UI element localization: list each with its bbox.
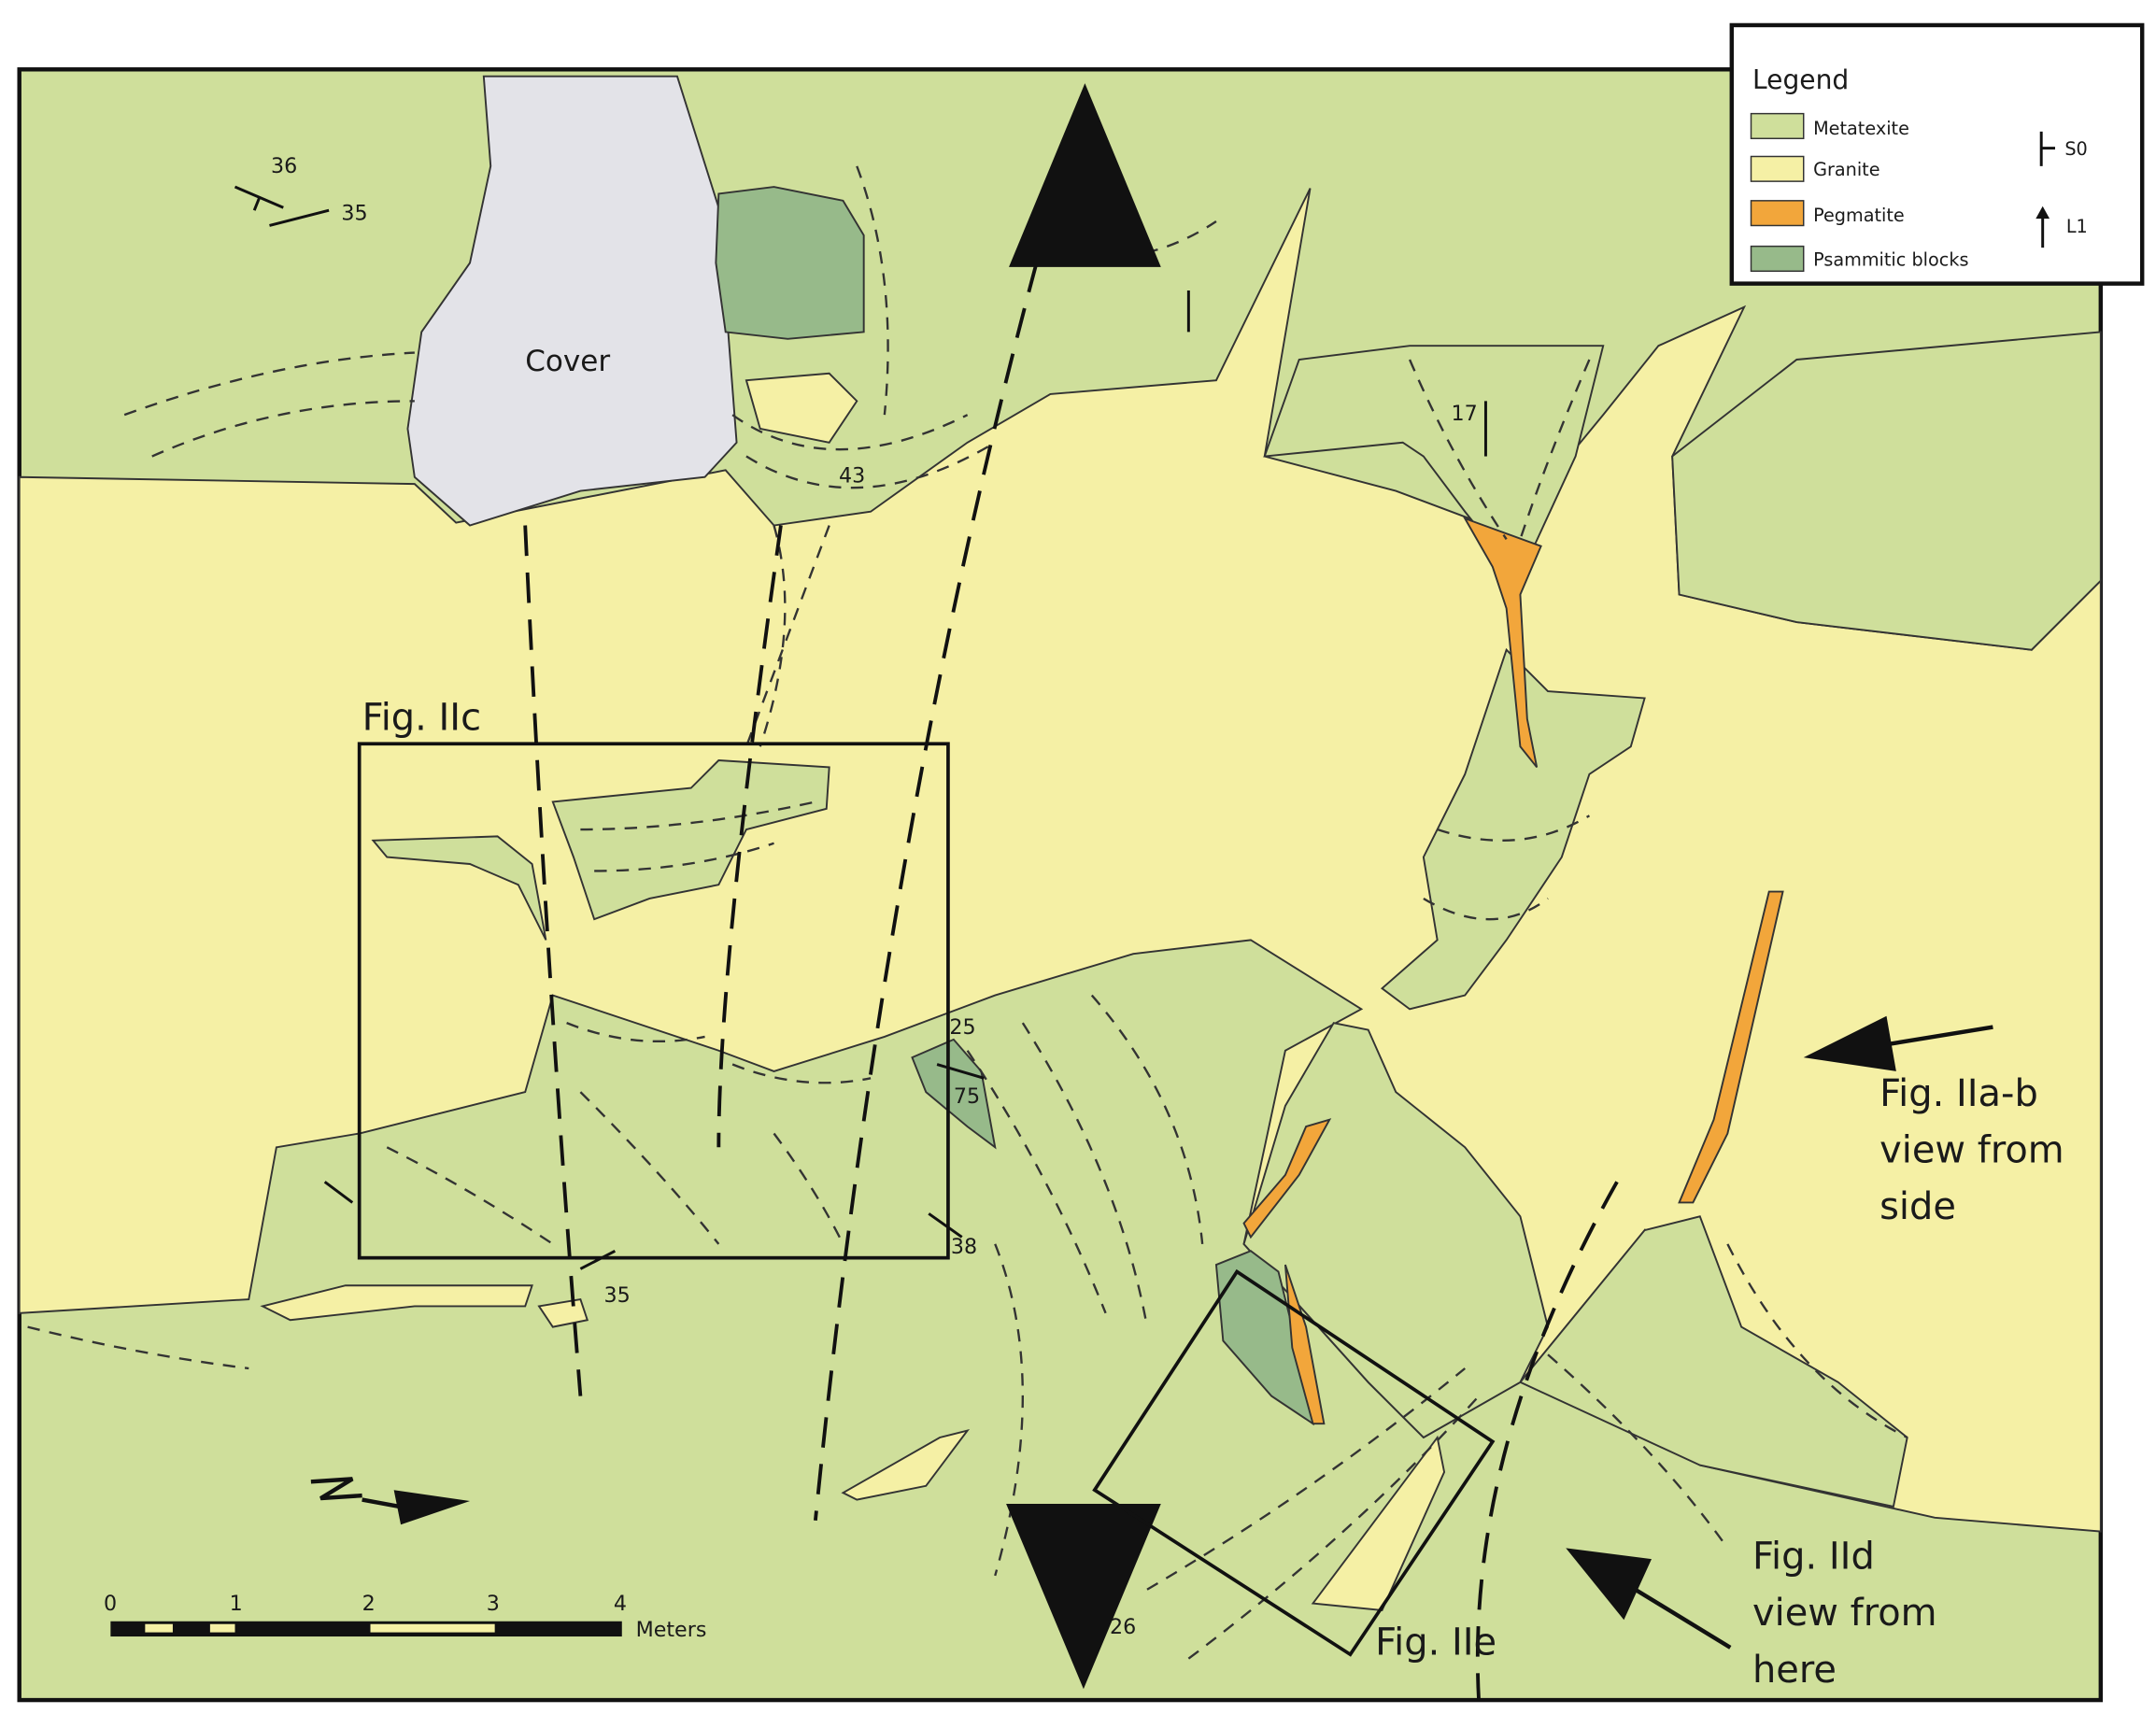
legend-symbol-l1: L1 [2066, 216, 2088, 237]
psammitic-block [911, 1038, 997, 1150]
legend: Legend Metatexite Granite Pegmatite Psam… [1729, 22, 2145, 286]
lineation-arrow-icon [2035, 205, 2050, 248]
metatexite-unit [371, 835, 547, 941]
measurement-17: 17 [1451, 402, 1477, 426]
pegmatite-vein [1463, 517, 1542, 769]
granite-unit [745, 372, 858, 444]
pegmatite-vein [1678, 890, 1784, 1204]
metatexite-unit [551, 759, 830, 921]
measurement-25: 25 [949, 1015, 975, 1040]
fig-iiab-label: Fig. IIa-b [1879, 1072, 2038, 1115]
cover-label: Cover [525, 345, 610, 378]
legend-swatch-granite [1750, 155, 1805, 182]
legend-label: Psammitic blocks [1813, 248, 1968, 270]
fig-iiab-label-3: side [1879, 1185, 1956, 1228]
fig-iid-label-2: view from [1752, 1592, 1937, 1635]
legend-swatch-pegmatite [1750, 200, 1805, 227]
view-arrow-d-icon [1566, 1548, 1732, 1650]
section-triangle-bottom-icon [1006, 1504, 1161, 1690]
fig-iid-label: Fig. IId [1752, 1536, 1875, 1579]
metatexite-unit [1263, 345, 1605, 547]
scale-tick-1: 1 [230, 1592, 243, 1616]
fig-iic-box [357, 742, 950, 1260]
metatexite-unit [1380, 647, 1646, 1011]
legend-label: Granite [1813, 159, 1879, 180]
scale-tick-3: 3 [487, 1592, 500, 1616]
measurement-labels [234, 185, 1487, 1270]
fig-iiab-label-2: view from [1879, 1129, 2064, 1172]
fig-iid-label-3: here [1752, 1649, 1837, 1692]
measurement-35b: 35 [604, 1283, 631, 1308]
granite-unit [841, 1428, 971, 1501]
fault-line [1475, 1181, 1619, 1701]
fig-iie-label: Fig. IIe [1375, 1621, 1496, 1664]
scale-tick-0: 0 [104, 1592, 117, 1616]
fault-line [523, 525, 583, 1396]
strike-dip-icon [2039, 131, 2055, 166]
legend-swatch-metatexite [1750, 112, 1805, 140]
fig-iic-label: Fig. IIc [362, 696, 481, 739]
metatexite-unit [1518, 1215, 1908, 1508]
granite-unit [1311, 1435, 1446, 1611]
legend-title: Legend [1752, 64, 1849, 95]
north-arrow-icon [310, 1477, 471, 1525]
legend-symbol-s0: S0 [2064, 138, 2087, 160]
fault-line [716, 525, 783, 1148]
fig-iie-box [1092, 1268, 1496, 1657]
granite-unit [260, 1284, 533, 1322]
measurement-38: 38 [951, 1235, 977, 1259]
view-arrow-ab-icon [1803, 1015, 1993, 1071]
measurement-75: 75 [954, 1084, 980, 1109]
measurement-26: 26 [1110, 1615, 1136, 1639]
legend-label: Metatexite [1813, 118, 1909, 139]
measurement-35: 35 [341, 202, 367, 226]
granite-unit [537, 1297, 589, 1328]
legend-swatch-psammitic [1750, 245, 1805, 273]
granite-unit [18, 188, 2102, 1533]
measurement-43: 43 [839, 464, 865, 489]
measurement-36: 36 [271, 154, 297, 178]
scale-unit: Meters [636, 1618, 707, 1642]
legend-label: Pegmatite [1813, 205, 1905, 226]
psammitic-block [715, 186, 865, 340]
scale-bar: 0 1 2 3 4 Meters [104, 1592, 706, 1642]
metatexite-unit [1671, 331, 2102, 651]
section-triangle-top-icon [1009, 83, 1161, 267]
scale-tick-2: 2 [362, 1592, 376, 1616]
pegmatite-vein [1242, 1118, 1332, 1239]
fault-line [813, 262, 1039, 1521]
scale-tick-4: 4 [614, 1592, 627, 1616]
